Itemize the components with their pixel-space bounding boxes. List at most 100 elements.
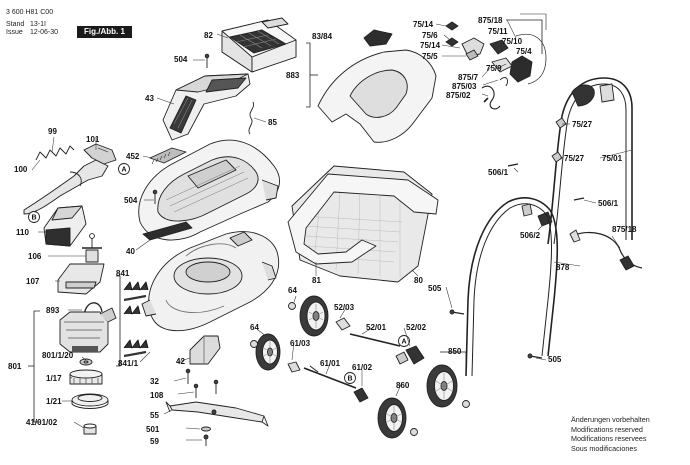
fan-1-17-shape [69, 369, 103, 385]
washer-801-1-20-shape [79, 358, 93, 366]
label-75-27-a: 75/27 [572, 120, 593, 129]
issue-label: Issue [6, 29, 23, 36]
screw-504-top-shape [204, 53, 210, 68]
label-875-02: 875/02 [446, 91, 471, 100]
doc-number: 3 600 H81 C00 [6, 9, 54, 16]
label-80: 80 [414, 276, 423, 285]
battery-cover-43-shape [162, 73, 251, 141]
wheel-front-left-shape [255, 333, 281, 371]
wheel-rear-right-shape [426, 364, 458, 408]
chassis-deck-shape [141, 231, 280, 332]
label-99: 99 [48, 127, 57, 136]
label-875-18-top: 875/18 [478, 16, 503, 25]
label-506-1-a: 506/1 [488, 168, 509, 177]
label-878: 878 [556, 263, 570, 272]
note-line: Modifications reservees [571, 434, 647, 443]
note-line: Modifications reserved [571, 424, 643, 434]
label-75-6: 75/6 [422, 31, 438, 40]
tray-107-shape [57, 263, 105, 295]
screws-32-108-shape [185, 368, 219, 398]
handle-clips-shape [507, 117, 585, 227]
lower-handle-878-shape [465, 197, 559, 377]
label-43: 43 [145, 94, 154, 103]
label-81: 81 [312, 276, 321, 285]
label-42: 42 [176, 357, 185, 366]
label-1-17: 1/17 [46, 374, 62, 383]
lid-83-84-shape [317, 29, 437, 143]
label-505-a: 505 [428, 284, 442, 293]
label-505-b: 505 [548, 355, 562, 364]
part-labels: 82 504 83/84 883 43 85 99 101 100 452 50… [8, 16, 637, 446]
upper-housing-40-shape [138, 139, 280, 241]
note-line: Sous modificaciones [571, 443, 637, 453]
wheel-front-right-shape [377, 397, 407, 439]
axle-61-shape [287, 361, 369, 403]
label-108: 108 [150, 391, 164, 400]
label-83-84: 83/84 [312, 32, 333, 41]
blade-55-shape [165, 401, 269, 427]
label-452: 452 [126, 152, 140, 161]
leader-lines [31, 19, 633, 441]
label-850: 850 [448, 347, 462, 356]
label-52-02: 52/02 [406, 323, 427, 332]
label-883: 883 [286, 71, 300, 80]
label-61-02: 61/02 [352, 363, 373, 372]
label-75-9: 75/9 [486, 64, 502, 73]
revision-stamp: 13-1I [30, 21, 46, 28]
disc-1-21-shape [71, 393, 109, 409]
label-504-mid: 504 [124, 196, 138, 205]
label-64-a: 64 [288, 286, 297, 295]
label-101: 101 [86, 135, 100, 144]
axle-52-shape [335, 317, 425, 365]
label-75-5: 75/5 [422, 52, 438, 61]
motor-801-shape [59, 307, 117, 353]
wheel-caps-shape [250, 302, 470, 436]
battery-82-shape [221, 17, 297, 73]
label-501: 501 [146, 425, 160, 434]
spring-99-shape [35, 145, 75, 161]
label-875-18: 875/18 [612, 225, 637, 234]
bracket-110-shape [43, 205, 87, 247]
callout-a-top: A [122, 167, 127, 174]
upper-handle-75-01-shape [547, 77, 633, 245]
revision-notes: Änderungen vorbehalten Modifications res… [571, 415, 650, 453]
cable-875-18-shape [569, 229, 643, 271]
label-61-03: 61/03 [290, 339, 311, 348]
figure-badge: Fig./Abb. 1 [77, 26, 132, 38]
label-106: 106 [28, 252, 42, 261]
switch-106-shape [82, 233, 102, 263]
switch-parts-75-shape [445, 13, 547, 110]
wheel-rear-left-shape [299, 295, 329, 337]
label-40: 40 [126, 247, 135, 256]
callout-circles-shape [28, 163, 410, 384]
label-506-1-b: 506/1 [598, 199, 619, 208]
label-82: 82 [204, 31, 213, 40]
label-75-10: 75/10 [502, 37, 523, 46]
grass-box-frame-81-shape [287, 173, 439, 265]
grouping-brackets [28, 19, 543, 423]
label-41-01-02: 41/01/02 [26, 418, 58, 427]
flap-42-shape [189, 335, 221, 365]
callout-a-axle: A [402, 339, 407, 346]
label-107: 107 [26, 277, 40, 286]
lever-100-101-shape [23, 143, 117, 215]
label-59: 59 [150, 437, 159, 446]
stand-label: Stand [6, 21, 25, 28]
label-110: 110 [16, 228, 29, 237]
callout-b-left: B [32, 215, 37, 222]
label-801-1-20: 801/1/20 [42, 351, 74, 360]
label-875-03: 875/03 [452, 82, 477, 91]
issue-date: 12-06-30 [30, 29, 59, 36]
screw-504-mid-shape [152, 189, 158, 204]
label-52-03: 52/03 [334, 303, 355, 312]
label-75-14-a: 75/14 [413, 20, 434, 29]
note-line: Änderungen vorbehalten [571, 415, 650, 424]
label-1-21: 1/21 [46, 397, 62, 406]
spring-85-shape [248, 101, 255, 135]
label-75-4: 75/4 [516, 47, 532, 56]
combs-841-shape [123, 281, 149, 358]
label-801: 801 [8, 362, 22, 371]
label-52-01: 52/01 [366, 323, 387, 332]
